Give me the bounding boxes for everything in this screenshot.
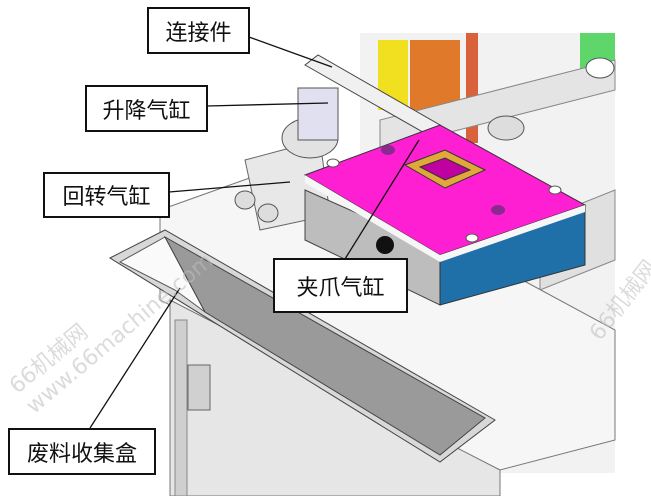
leader-lines: [89, 36, 420, 429]
label-waste-box: 废料收集盒: [8, 428, 156, 475]
label-rotary-cylinder: 回转气缸: [43, 172, 170, 218]
label-gripper-cylinder: 夹爪气缸: [273, 258, 408, 313]
hinge: [187, 364, 211, 411]
knob: [376, 236, 394, 254]
label-connector: 连接件: [147, 7, 250, 54]
label-lift-cylinder: 升降气缸: [85, 85, 208, 132]
